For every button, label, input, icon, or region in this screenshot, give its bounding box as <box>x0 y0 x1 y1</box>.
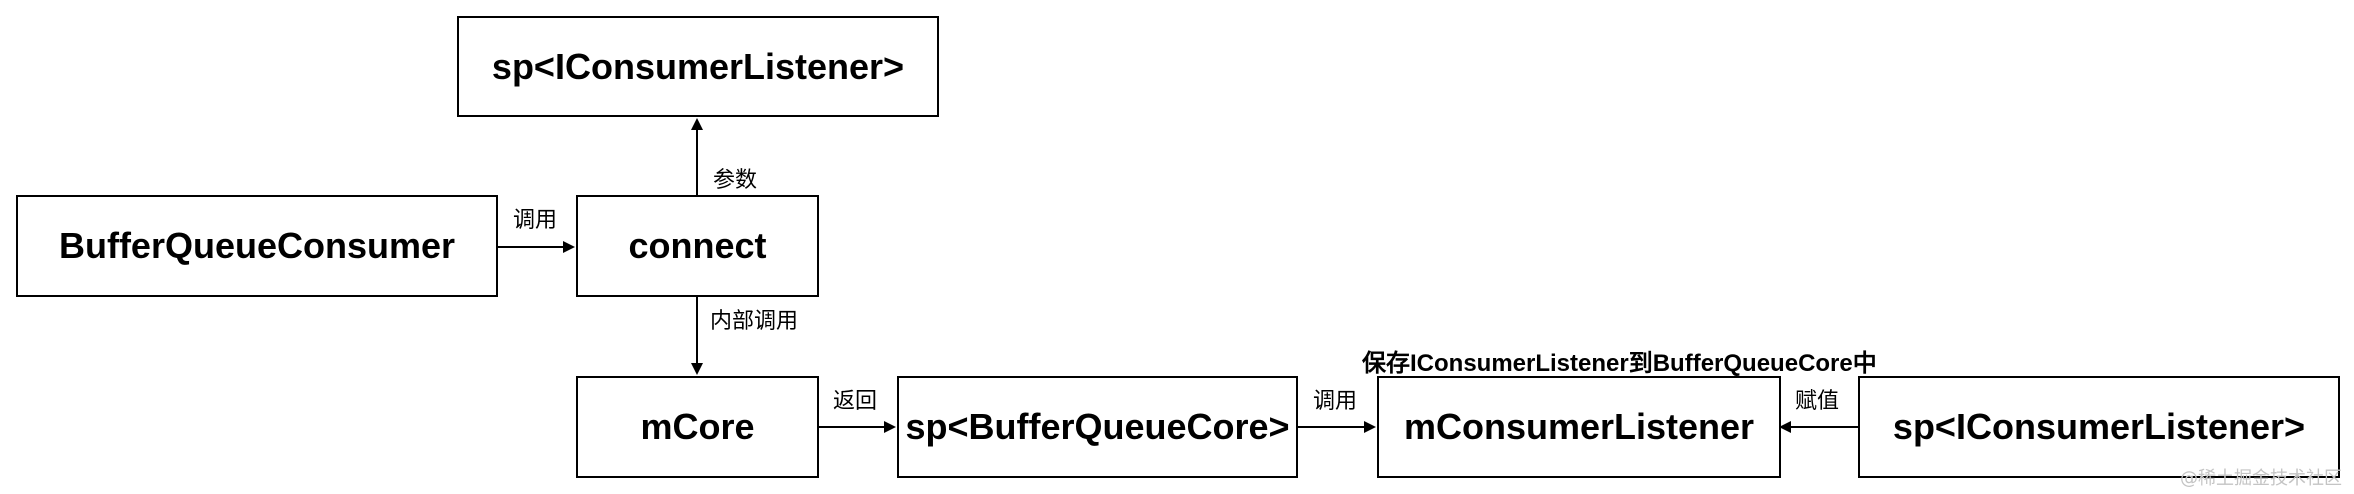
edge-label-return: 返回 <box>833 388 878 413</box>
node-mcore: mCore <box>576 376 819 478</box>
edge-label-param: 参数 <box>713 167 758 192</box>
watermark: @稀土掘金技术社区 <box>2180 468 2342 489</box>
node-bufferqueueconsumer: BufferQueueConsumer <box>16 195 498 297</box>
edge-label-internal-call: 内部调用 <box>710 308 799 333</box>
edge-label-call-1: 调用 <box>513 207 558 232</box>
node-mconsumerlistener: mConsumerListener <box>1377 376 1781 478</box>
node-sp-iconsumerlistener-top: sp<IConsumerListener> <box>457 16 939 117</box>
annotation-save-listener: 保存IConsumerListener到BufferQueueCore中 <box>1362 350 1877 377</box>
node-connect: connect <box>576 195 819 297</box>
node-sp-iconsumerlistener-right: sp<IConsumerListener> <box>1858 376 2340 478</box>
edge-label-call-2: 调用 <box>1313 388 1358 413</box>
edge-label-assign: 赋值 <box>1795 388 1840 413</box>
node-sp-bufferqueuecore: sp<BufferQueueCore> <box>897 376 1298 478</box>
